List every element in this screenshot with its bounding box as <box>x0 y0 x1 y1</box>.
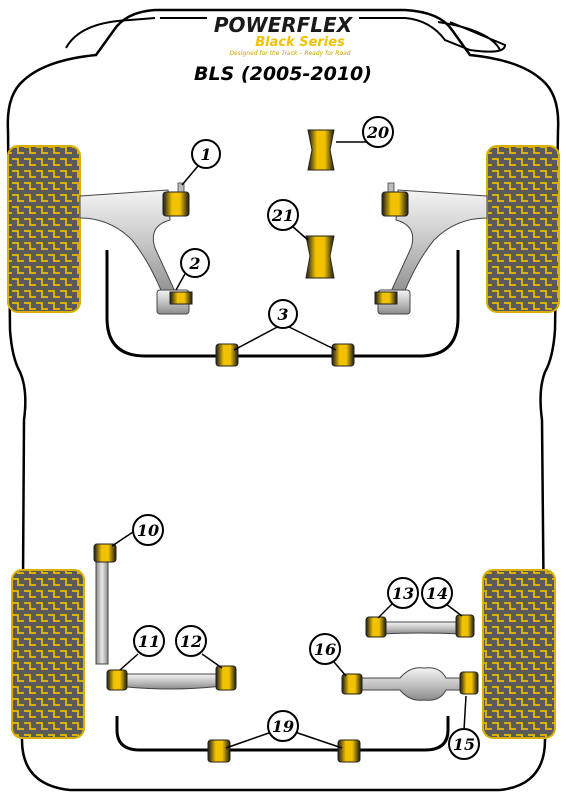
bush-12 <box>215 665 237 691</box>
brand-tagline: Designed for the Track – Ready for Road <box>229 50 350 57</box>
callout-20-label: 20 <box>366 123 389 142</box>
callout-16: 16 <box>309 633 341 665</box>
callout-1: 1 <box>191 139 221 169</box>
callout-21-label: 21 <box>271 206 294 225</box>
callout-12-label: 12 <box>180 632 202 651</box>
bush-13 <box>365 616 387 638</box>
rear-arm-11-12 <box>117 673 223 690</box>
callout-2-label: 2 <box>188 254 200 273</box>
bush-14 <box>455 614 475 638</box>
bush-10 <box>93 543 117 563</box>
callout-16-label: 16 <box>314 640 336 659</box>
rear-arm-13-14 <box>379 621 463 635</box>
bush-1 <box>162 182 190 217</box>
rear-anti-roll-bar <box>115 716 450 752</box>
callout-21: 21 <box>267 199 299 231</box>
callout-3-label: 3 <box>277 305 288 324</box>
callout-19-label: 19 <box>272 717 294 736</box>
callout-20: 20 <box>362 116 394 148</box>
front-right-lower-arm <box>387 189 488 301</box>
callout-1-label: 1 <box>200 145 211 164</box>
callout-3: 3 <box>268 299 298 329</box>
callout-11-label: 11 <box>138 632 160 651</box>
callout-12: 12 <box>175 625 207 657</box>
bush-2 <box>156 289 193 315</box>
bush-19-left <box>207 739 231 763</box>
callout-11: 11 <box>133 625 165 657</box>
bush-15 <box>459 671 479 695</box>
callout-15: 15 <box>448 728 480 760</box>
brand-series: Black Series <box>255 35 345 50</box>
bush-1-right <box>381 182 409 217</box>
callout-14: 14 <box>421 577 453 609</box>
callout-2: 2 <box>180 248 210 278</box>
bush-2-right <box>374 289 411 315</box>
callout-13: 13 <box>387 577 419 609</box>
callout-13-label: 13 <box>392 584 414 603</box>
leader-lines <box>111 141 467 749</box>
bush-21 <box>305 235 335 279</box>
bush-3-right <box>331 343 355 367</box>
model-title: BLS (2005-2010) <box>194 63 372 85</box>
front-left-lower-arm <box>79 189 179 301</box>
front-left-tyre <box>7 145 81 313</box>
brand-name: POWERFLEX <box>214 13 354 37</box>
front-anti-roll-bar <box>105 250 460 358</box>
bush-16 <box>341 673 363 695</box>
windscreen-outline <box>160 17 507 53</box>
bush-11 <box>106 669 128 691</box>
callout-15-label: 15 <box>453 735 475 754</box>
bush-20 <box>307 129 335 171</box>
front-right-tyre <box>486 145 560 313</box>
rear-right-tyre <box>482 569 556 739</box>
callout-10-label: 10 <box>137 521 159 540</box>
callout-14-label: 14 <box>426 584 448 603</box>
powerflex-logo: POWERFLEX Black Series Designed for the … <box>207 13 359 58</box>
bush-3-left <box>215 343 239 367</box>
bush-19-right <box>337 739 361 763</box>
callout-19: 19 <box>267 710 299 742</box>
rear-left-tyre <box>11 569 85 739</box>
rear-vertical-link <box>95 555 109 665</box>
callout-10: 10 <box>132 514 164 546</box>
